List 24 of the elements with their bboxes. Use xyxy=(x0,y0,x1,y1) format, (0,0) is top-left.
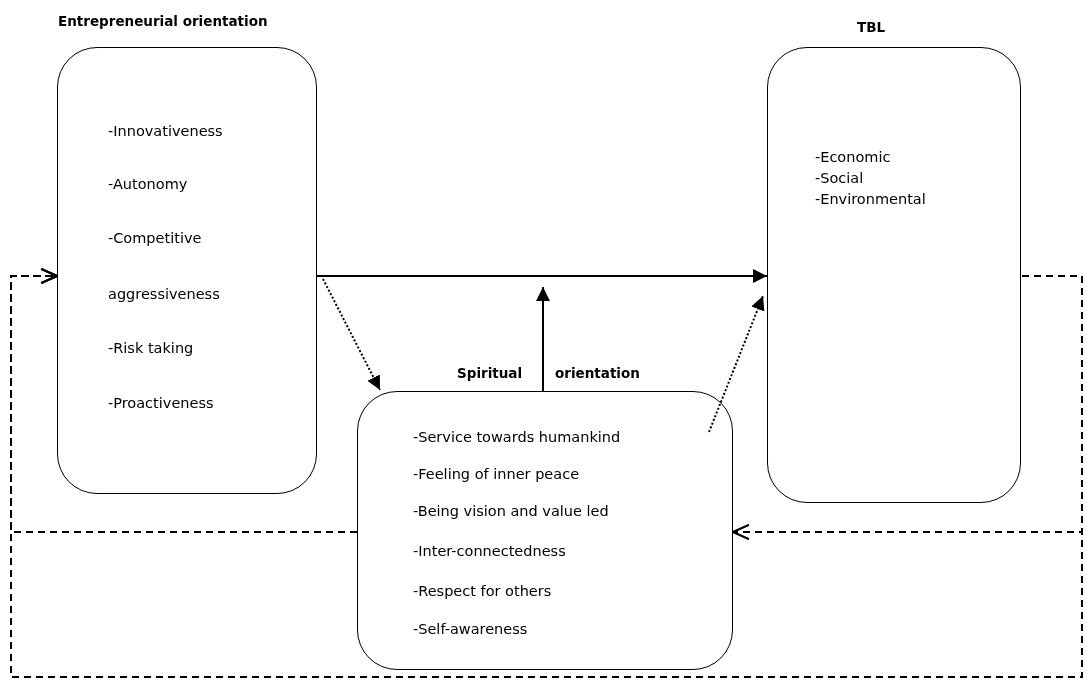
arrow xyxy=(536,286,550,392)
list-item: -Competitive xyxy=(108,229,202,247)
list-item: -Innovativeness xyxy=(108,122,223,140)
list-item: -Inter-connectedness xyxy=(413,542,566,560)
list-item: -Proactiveness xyxy=(108,394,214,412)
list-item: -Autonomy xyxy=(108,175,188,193)
list-item: -Respect for others xyxy=(413,582,552,600)
dotted-arrow xyxy=(708,295,765,433)
list-item: -Environmental xyxy=(815,190,926,208)
list-item: aggressiveness xyxy=(108,285,220,303)
list-item: -Feeling of inner peace xyxy=(413,465,580,483)
box-heading: TBL xyxy=(857,18,886,36)
box-heading: orientation xyxy=(555,364,640,382)
dashed-arrow xyxy=(10,267,1083,678)
list-item: -Being vision and value led xyxy=(413,502,609,520)
list-item: -Service towards humankind xyxy=(413,428,621,446)
dotted-arrow xyxy=(322,278,381,391)
list-item: -Economic xyxy=(815,148,891,166)
list-item: -Risk taking xyxy=(108,339,194,357)
box-heading: Entrepreneurial orientation xyxy=(58,12,268,30)
arrow xyxy=(316,269,768,283)
list-item: -Social xyxy=(815,169,864,187)
list-item: -Self-awareness xyxy=(413,620,528,638)
box-heading: Spiritual xyxy=(457,364,523,382)
